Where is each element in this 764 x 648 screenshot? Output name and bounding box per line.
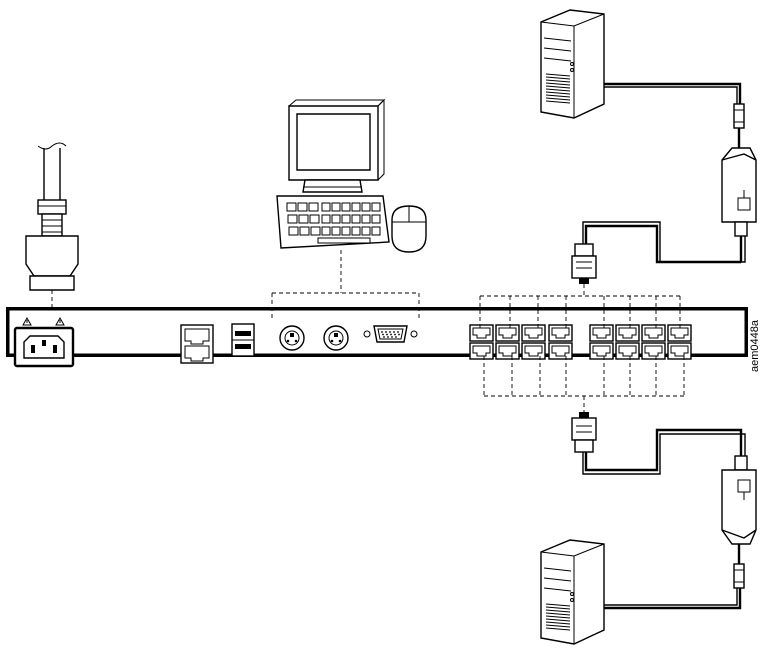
port-top-link-dash bbox=[479, 284, 681, 330]
lan-port-pair bbox=[180, 324, 214, 364]
warning-icon bbox=[22, 316, 32, 326]
server-cable-top-lower bbox=[582, 221, 748, 264]
server-tower-icon bbox=[540, 539, 605, 645]
server-tower-icon bbox=[540, 9, 605, 119]
server-port bbox=[521, 324, 546, 342]
server-port bbox=[548, 342, 573, 360]
server-cable-top bbox=[604, 82, 745, 148]
server-cable-bottom-upper bbox=[582, 428, 748, 475]
figure-code-label: aem0448a bbox=[749, 319, 761, 372]
mouse-icon bbox=[391, 205, 427, 253]
server-port bbox=[521, 342, 546, 360]
ps2-port-mouse bbox=[323, 325, 349, 351]
server-port bbox=[641, 324, 666, 342]
ps2-port-keyboard bbox=[279, 325, 305, 351]
console-link-dash bbox=[271, 250, 420, 318]
monitor-icon bbox=[288, 98, 386, 193]
server-port bbox=[667, 324, 692, 342]
server-cable-bottom bbox=[604, 544, 745, 610]
server-port bbox=[615, 342, 640, 360]
server-port bbox=[641, 342, 666, 360]
rj45-plug-icon bbox=[571, 412, 597, 453]
server-port bbox=[495, 342, 520, 360]
server-port bbox=[495, 324, 520, 342]
power-inlet bbox=[13, 326, 75, 368]
server-port bbox=[667, 342, 692, 360]
server-port bbox=[589, 324, 614, 342]
warning-icon bbox=[55, 316, 65, 326]
kvm-switch-rear-panel: aem0448a bbox=[6, 307, 761, 372]
vga-port bbox=[363, 325, 418, 343]
server-port bbox=[615, 324, 640, 342]
power-plug-icon bbox=[25, 142, 79, 291]
server-port bbox=[548, 324, 573, 342]
server-port bbox=[589, 342, 614, 360]
server-port bbox=[469, 342, 494, 360]
usb-port-pair bbox=[231, 323, 255, 357]
usb-adapter-icon bbox=[721, 147, 757, 223]
server-port bbox=[469, 324, 494, 342]
keyboard-icon bbox=[276, 195, 390, 249]
port-bottom-link-dash bbox=[483, 356, 685, 412]
rj45-plug-icon bbox=[571, 243, 597, 284]
usb-adapter-icon bbox=[721, 469, 757, 545]
